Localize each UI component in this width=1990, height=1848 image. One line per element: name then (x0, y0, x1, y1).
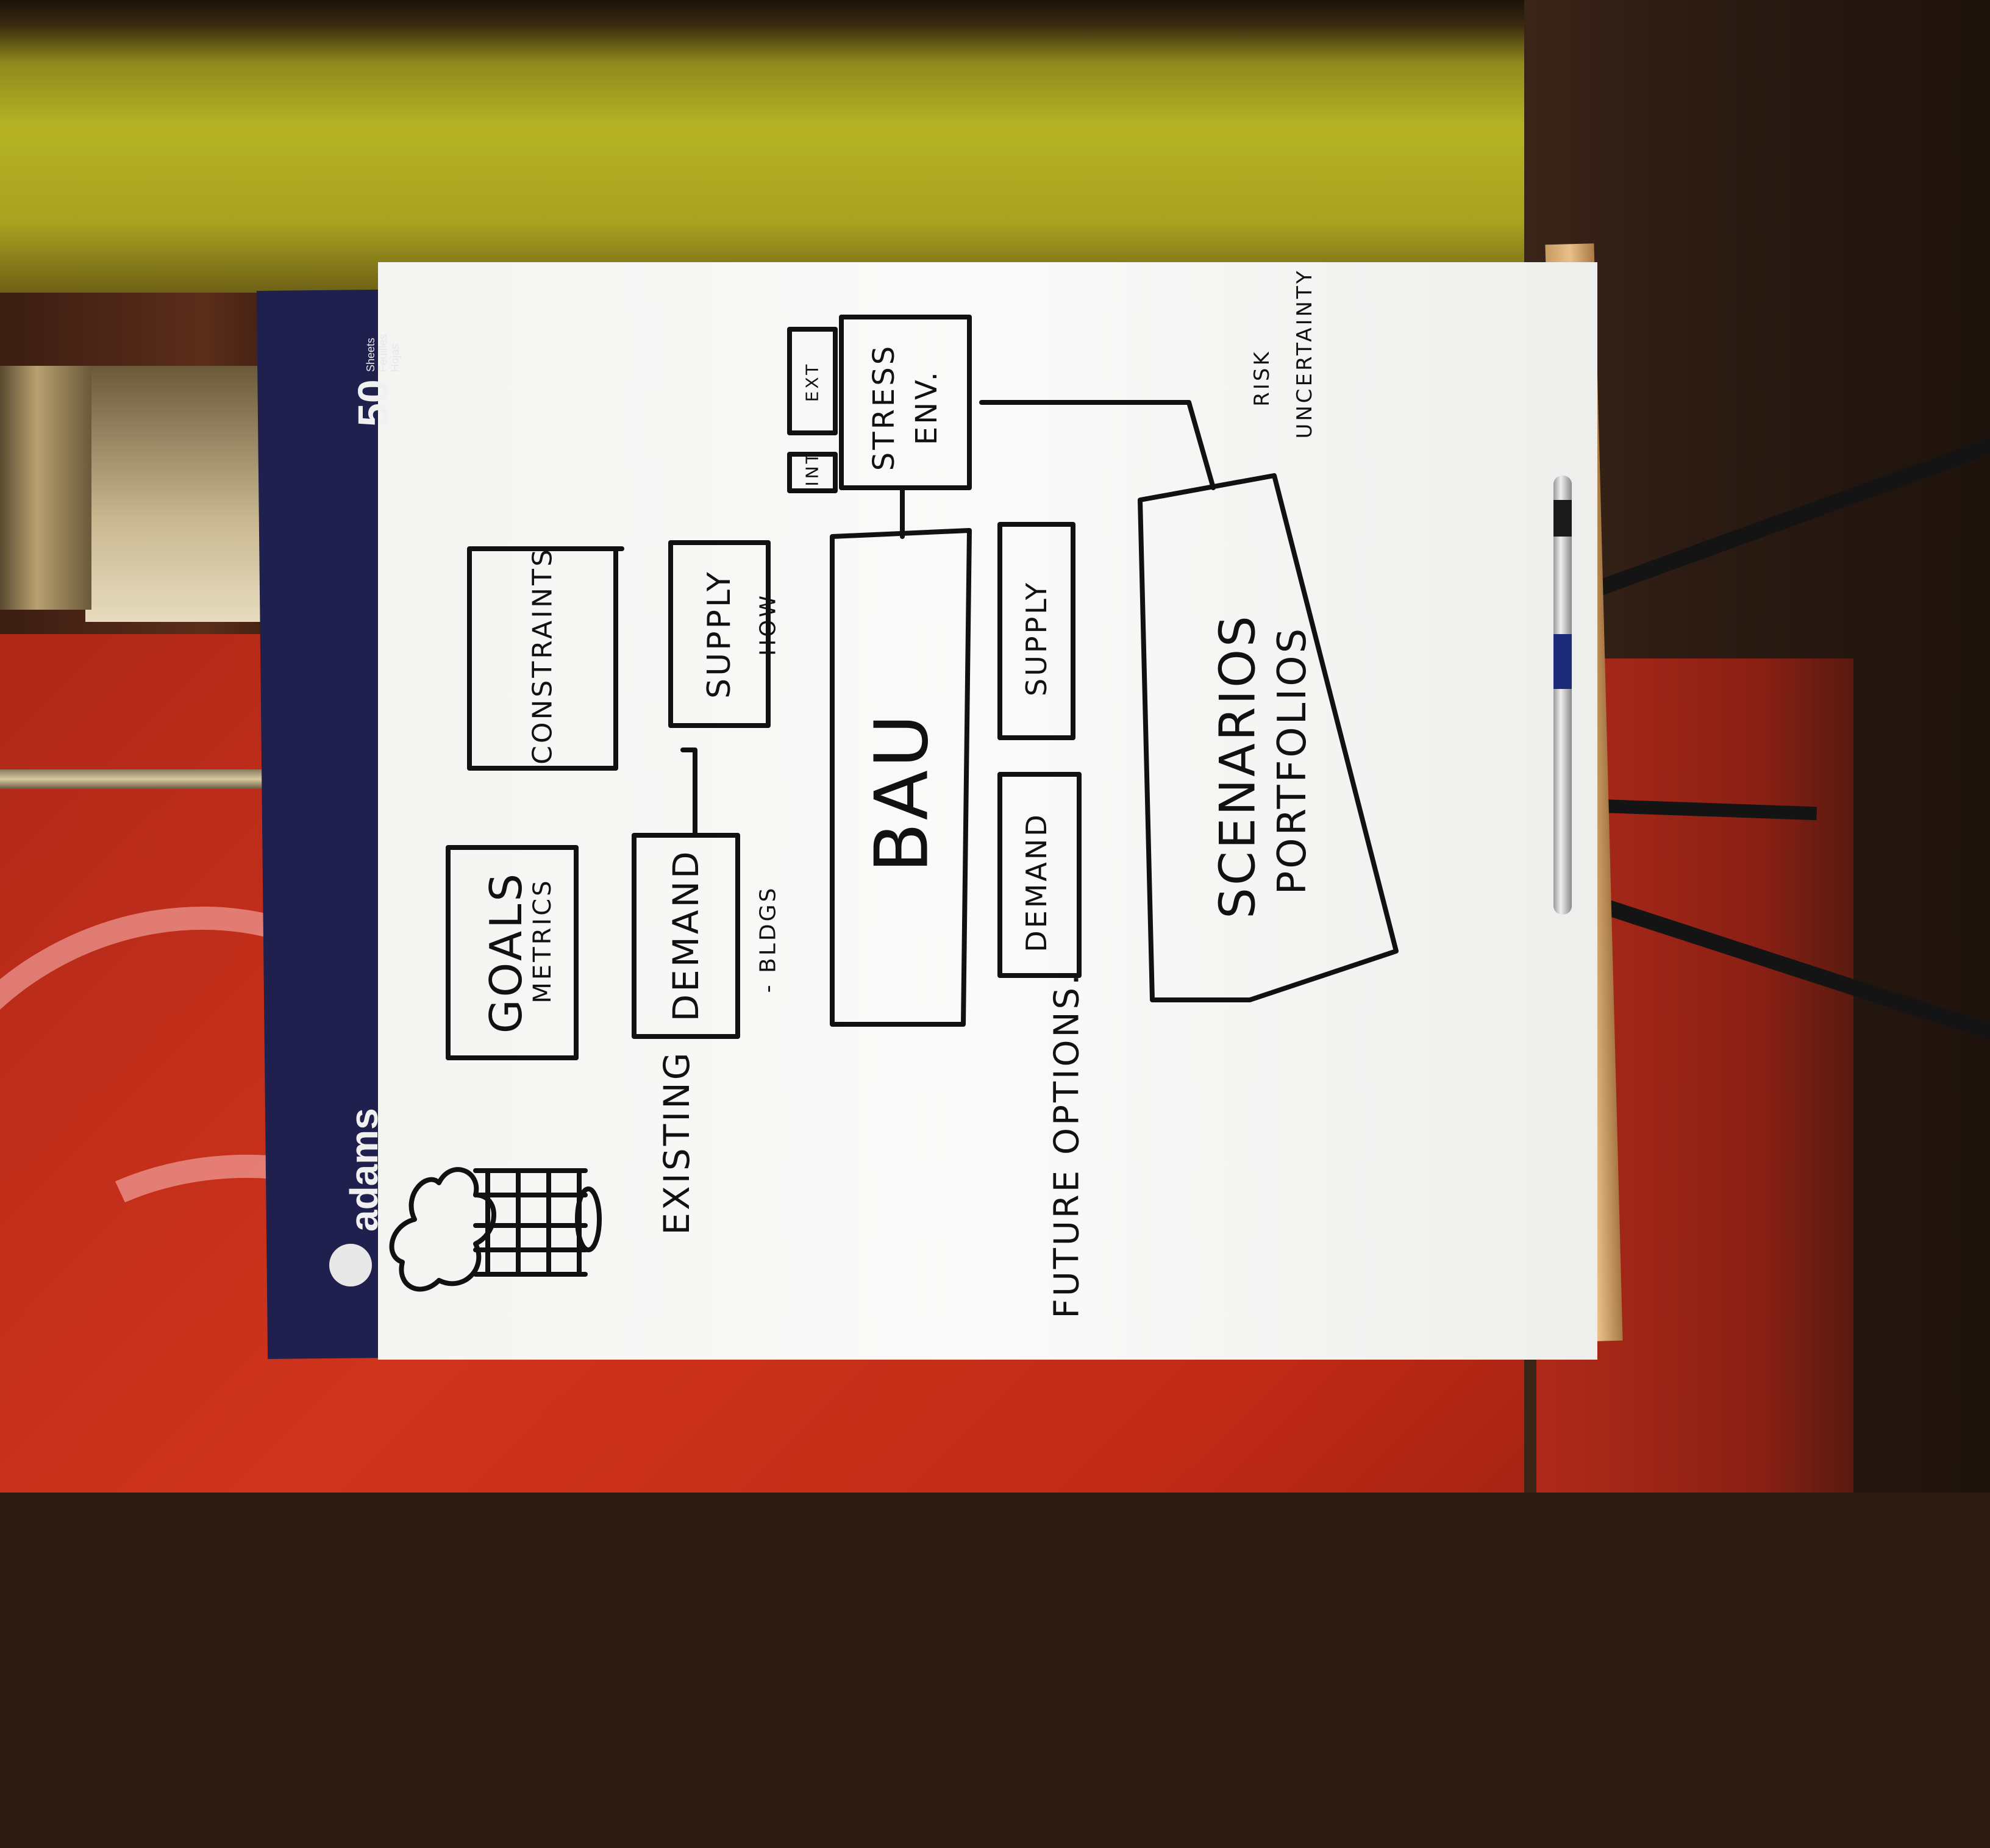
label-supply-existing: SUPPLY (701, 569, 738, 699)
label-demand-existing: DEMAND (665, 849, 707, 1022)
label-stress: STRESS (867, 343, 901, 471)
label-existing: EXISTING (656, 1050, 697, 1235)
label-uncertainty: UNCERTAINTY (1293, 268, 1317, 439)
marker-pen-band (1553, 634, 1572, 689)
label-risk: RISK (1250, 349, 1274, 407)
label-portfolios: PORTFOLIOS (1270, 626, 1315, 895)
demand-existing-box (632, 833, 740, 1039)
marker-pen-cap (1553, 500, 1572, 537)
demand-future-box (997, 772, 1082, 978)
window-glass (85, 366, 268, 622)
bau-box (830, 528, 972, 1027)
supply-existing-box (668, 540, 771, 728)
brand-logo-mark (329, 1244, 372, 1286)
label-ext: EXT (802, 362, 822, 402)
brass-rail (0, 769, 280, 789)
label-future-options: FUTURE OPTIONS. (1047, 972, 1087, 1319)
tree-doodle (389, 1167, 496, 1292)
connector (680, 747, 697, 838)
ext-box (787, 327, 838, 435)
scenarios-box (1138, 473, 1399, 1002)
connector (979, 400, 1216, 490)
stress-box (839, 315, 972, 490)
goals-box (446, 845, 579, 1060)
label-supply-future: SUPPLY (1020, 580, 1053, 696)
label-metrics: METRICS (529, 878, 557, 1004)
label-constraints: CONSTRAINTS (527, 547, 558, 765)
constraints-box (467, 546, 618, 771)
tree-doodle (575, 1186, 602, 1252)
int-box (787, 452, 838, 493)
marker-drawing (389, 315, 1399, 1292)
label-scenarios: SCENARIOS (1209, 613, 1266, 919)
label-bau: BAU (860, 712, 945, 873)
label-int: INT (802, 451, 822, 487)
supply-future-box (997, 522, 1075, 740)
marker-pen (1553, 476, 1572, 915)
label-env: ENV. (910, 369, 944, 446)
metal-pipe (0, 366, 91, 610)
label-goals: GOALS (480, 871, 532, 1034)
label-demand-future: DEMAND (1020, 812, 1053, 952)
label-bldgs: - BLDGS (755, 885, 781, 993)
label-how: - HOW (755, 593, 781, 676)
